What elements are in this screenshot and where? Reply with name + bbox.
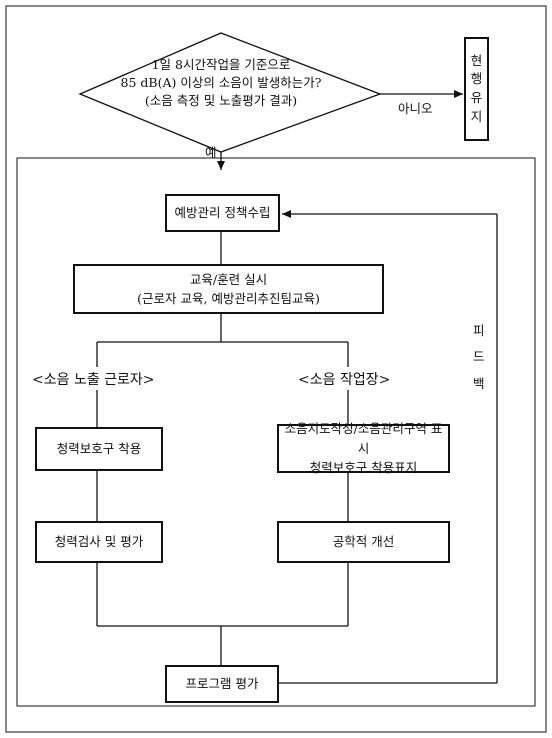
feedback-char-3: 백: [473, 375, 485, 391]
feedback-char-2: 드: [473, 349, 485, 365]
program-frame: [16, 157, 536, 707]
yes-label: 예: [205, 145, 217, 160]
program-eval-box: 프로그램 평가: [165, 665, 279, 703]
hearing-protector-box: 청력보호구 착용: [35, 427, 163, 471]
decision-text: 1일 8시간작업을 기준으로 85 dB(A) 이상의 소음이 발생하는가? (…: [116, 56, 326, 110]
decision-line-1: 1일 8시간작업을 기준으로: [151, 57, 291, 72]
hearing-test-box: 청력검사 및 평가: [35, 521, 163, 563]
maintain-char-4: 지: [470, 108, 483, 124]
left-branch-title: <소음 노출 근로자>: [32, 372, 155, 388]
no-label: 아니오: [398, 101, 433, 116]
engineering-text: 공학적 개선: [332, 534, 395, 550]
feedback-char-1: 피: [473, 323, 485, 338]
hearing-protector-text: 청력보호구 착용: [56, 441, 142, 457]
noise-map-text-1: 소음지도작성/소음관리구역 표시: [284, 421, 443, 456]
right-branch-title: <소음 작업장>: [298, 372, 391, 388]
engineering-box: 공학적 개선: [277, 521, 450, 563]
maintain-char-3: 유: [470, 90, 483, 105]
program-eval-text: 프로그램 평가: [185, 676, 259, 692]
training-text-1: 교육/훈련 실시: [189, 271, 268, 287]
maintain-char-2: 행: [470, 71, 483, 87]
maintain-current-box: 현 행 유 지: [464, 37, 489, 141]
decision-line-3: (소음 측정 및 노출평가 결과): [144, 93, 298, 109]
noise-map-text-2: 청력보호구 착용표지: [309, 460, 418, 476]
policy-text: 예방관리 정책수립: [174, 205, 271, 221]
policy-box: 예방관리 정책수립: [165, 194, 280, 232]
hearing-test-text: 청력검사 및 평가: [54, 534, 144, 550]
outer-frame: [5, 5, 547, 733]
decision-line-2: 85 dB(A) 이상의 소음이 발생하는가?: [120, 75, 322, 91]
feedback-label: 피 드 백: [473, 318, 485, 397]
maintain-char-1: 현: [470, 52, 483, 68]
training-text-2: (근로자 교육, 예방관리추진팀교육): [137, 291, 320, 306]
noise-map-box: 소음지도작성/소음관리구역 표시 청력보호구 착용표지: [277, 421, 450, 475]
training-box: 교육/훈련 실시 (근로자 교육, 예방관리추진팀교육): [73, 264, 384, 314]
